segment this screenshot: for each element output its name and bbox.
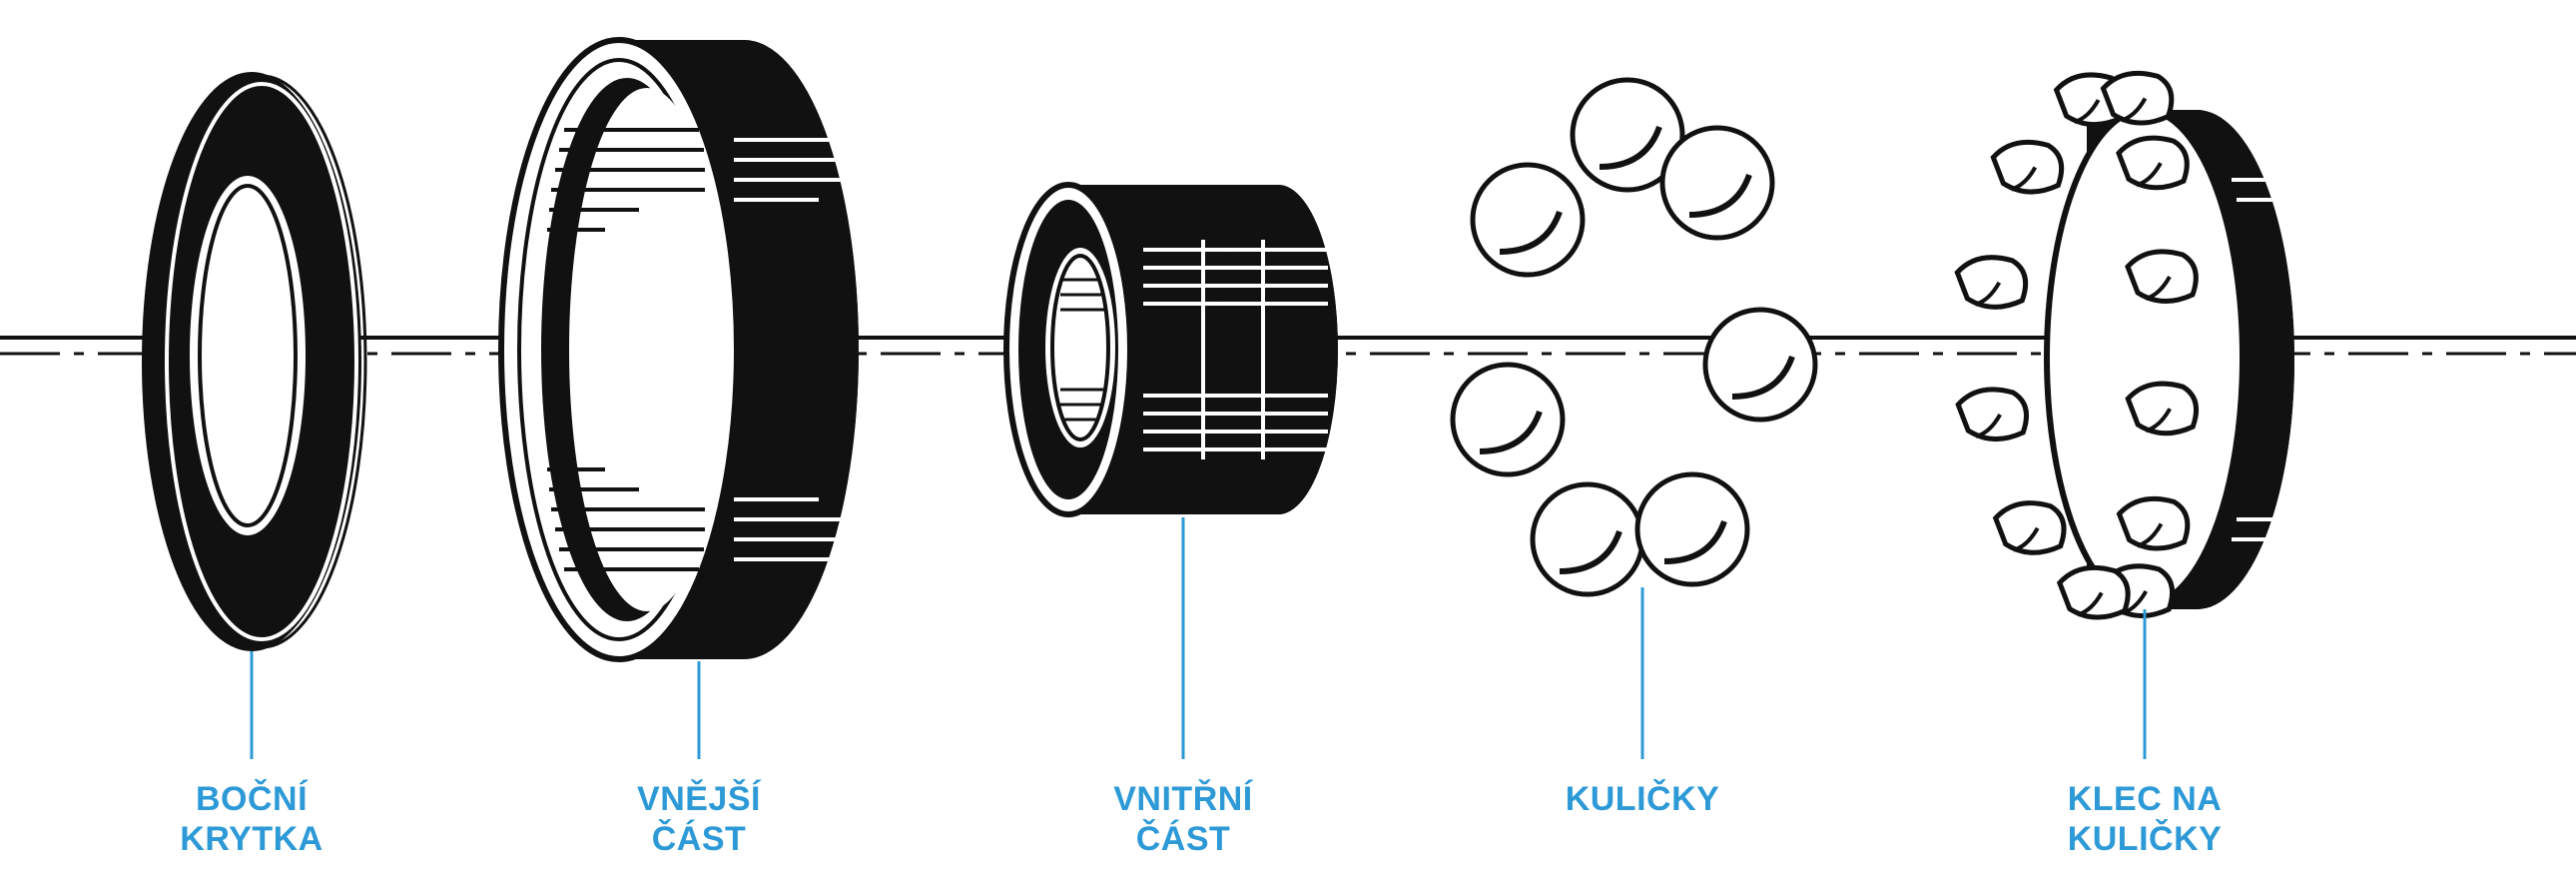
cage-pocket-shading [2120, 97, 2148, 123]
leader-lines [250, 517, 2147, 759]
cage-pocket [2125, 381, 2200, 437]
side-cover-drawing [142, 72, 367, 651]
cage-pocket-shading [2145, 275, 2172, 301]
cage-pocket-shading [2013, 526, 2040, 552]
label-balls: KULIČKY [1565, 780, 1720, 818]
ball-shading [1688, 173, 1752, 218]
cage-pocket [2116, 495, 2191, 551]
ball-shading [1599, 125, 1662, 170]
cage-pocket-shading [1974, 281, 2002, 307]
cage-pocket [1954, 255, 2029, 310]
cage-pocket [1992, 500, 2067, 555]
cage-pocket-shading [1975, 414, 2002, 439]
ball-shading [1479, 410, 1543, 454]
ball [1570, 77, 1685, 193]
cage-pocket-shading [2145, 408, 2172, 434]
cage-pocket-shading [2136, 162, 2163, 188]
outer-race-drawing [498, 37, 859, 662]
ball [1702, 307, 1818, 423]
ball-shading [1499, 210, 1563, 255]
cage-pocket-shading [2010, 166, 2038, 192]
cage-pocket [1955, 387, 2029, 442]
ball-shading [1731, 355, 1795, 400]
ball-cage-drawing [1954, 71, 2294, 620]
cage-pocket-shading [2073, 99, 2101, 124]
ball [1450, 362, 1566, 477]
cage-pockets [1954, 71, 2200, 620]
ball [1530, 481, 1645, 597]
ball-shading [1559, 529, 1622, 574]
ball-shading [1663, 519, 1727, 564]
ball [1659, 125, 1775, 241]
cage-pocket-shading [2077, 591, 2104, 617]
cage-pocket [2056, 564, 2131, 620]
cage-pocket [2125, 249, 2199, 304]
cage-pocket [2116, 135, 2190, 191]
ball [1470, 162, 1586, 278]
balls-drawing [1450, 77, 1818, 597]
cage-pocket [2100, 71, 2175, 126]
ball [1634, 471, 1750, 587]
inner-race-drawing [1003, 182, 1338, 517]
cage-pocket [1990, 140, 2065, 195]
cage-pocket-shading [2136, 522, 2164, 548]
